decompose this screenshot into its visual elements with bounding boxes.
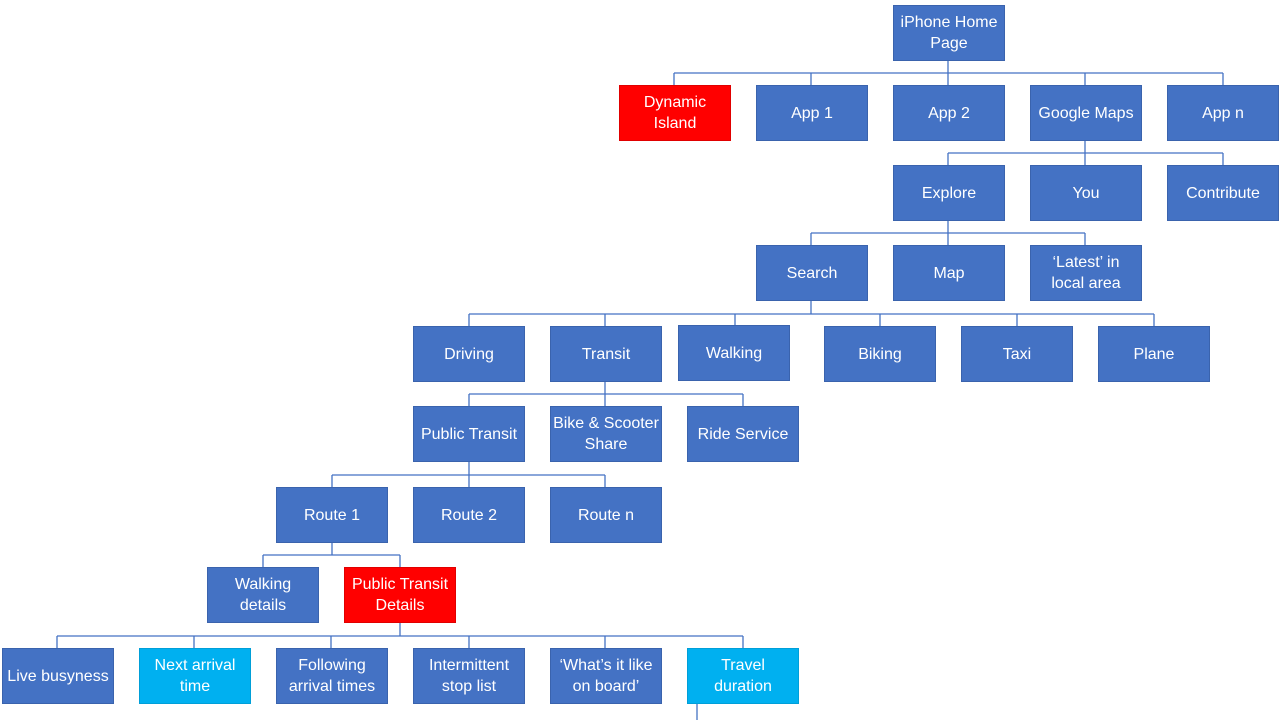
node-travel-duration: Travel duration xyxy=(687,648,799,704)
node-next-arrival-time: Next arrival time xyxy=(139,648,251,704)
node-following-arrival-times: Following arrival times xyxy=(276,648,388,704)
node-ride-service: Ride Service xyxy=(687,406,799,462)
node-contribute: Contribute xyxy=(1167,165,1279,221)
node-label: Intermittent stop list xyxy=(428,657,510,695)
node-label: Dynamic Island xyxy=(643,94,707,132)
node-plane: Plane xyxy=(1098,326,1210,382)
node-you: You xyxy=(1030,165,1142,221)
node-label: Explore xyxy=(921,184,977,202)
node-dynamic-island: Dynamic Island xyxy=(619,85,731,141)
node-label: Walking xyxy=(705,344,763,362)
node-app-2: App 2 xyxy=(893,85,1005,141)
node-label: iPhone Home Page xyxy=(900,14,998,52)
node-label: Driving xyxy=(444,345,494,363)
node-label: Public Transit xyxy=(420,425,518,443)
node-explore: Explore xyxy=(893,165,1005,221)
node-label: Following arrival times xyxy=(288,657,376,695)
node-label: App 1 xyxy=(791,104,833,122)
node-label: Transit xyxy=(581,345,631,363)
node-latest-local-area: ‘Latest’ in local area xyxy=(1030,245,1142,301)
node-public-transit-details: Public Transit Details xyxy=(344,567,456,623)
node-label: ‘Latest’ in local area xyxy=(1051,254,1121,292)
node-walking-details: Walking details xyxy=(207,567,319,623)
node-label: Plane xyxy=(1133,345,1175,363)
node-app-1: App 1 xyxy=(756,85,868,141)
node-biking: Biking xyxy=(824,326,936,382)
node-label: Ride Service xyxy=(697,425,789,443)
node-driving: Driving xyxy=(413,326,525,382)
node-iphone-home-page: iPhone Home Page xyxy=(893,5,1005,61)
node-label: ‘What’s it like on board’ xyxy=(559,657,653,695)
node-label: Search xyxy=(786,264,838,282)
node-label: App 2 xyxy=(928,104,970,122)
node-taxi: Taxi xyxy=(961,326,1073,382)
node-label: You xyxy=(1072,184,1100,202)
node-label: Biking xyxy=(858,345,902,363)
node-label: Route 2 xyxy=(440,506,498,524)
node-google-maps: Google Maps xyxy=(1030,85,1142,141)
node-route-n: Route n xyxy=(550,487,662,543)
node-whats-it-like-on-board: ‘What’s it like on board’ xyxy=(550,648,662,704)
node-search: Search xyxy=(756,245,868,301)
node-label: Google Maps xyxy=(1038,104,1134,122)
node-label: Walking details xyxy=(234,576,292,614)
node-label: Map xyxy=(933,264,965,282)
node-app-n: App n xyxy=(1167,85,1279,141)
node-label: Next arrival time xyxy=(154,657,236,695)
node-route-2: Route 2 xyxy=(413,487,525,543)
node-live-busyness: Live busyness xyxy=(2,648,114,704)
node-label: App n xyxy=(1202,104,1244,122)
node-walking: Walking xyxy=(678,325,790,381)
node-bike-scooter-share: Bike & Scooter Share xyxy=(550,406,662,462)
node-label: Live busyness xyxy=(7,667,109,685)
node-route-1: Route 1 xyxy=(276,487,388,543)
node-label: Public Transit Details xyxy=(351,576,449,614)
node-label: Travel duration xyxy=(714,657,772,695)
node-public-transit: Public Transit xyxy=(413,406,525,462)
node-label: Contribute xyxy=(1186,184,1260,202)
node-label: Taxi xyxy=(1002,345,1032,363)
node-intermittent-stop-list: Intermittent stop list xyxy=(413,648,525,704)
node-map: Map xyxy=(893,245,1005,301)
node-label: Route n xyxy=(577,506,635,524)
node-label: Bike & Scooter Share xyxy=(553,415,659,453)
node-transit: Transit xyxy=(550,326,662,382)
node-label: Route 1 xyxy=(303,506,361,524)
